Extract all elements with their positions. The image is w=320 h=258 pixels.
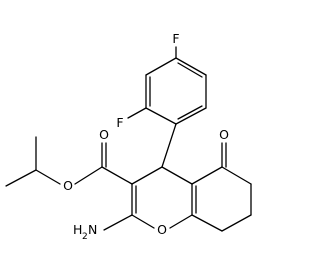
fluorine-left-label: F (116, 115, 123, 130)
ring-oxygen-label: O (157, 222, 167, 237)
amino-n-label: N (88, 222, 97, 237)
atom-labels: F F O O O O H 2 N (63, 31, 229, 242)
amino-subscript-label: 2 (82, 232, 88, 242)
bond-layer (5, 46, 252, 232)
fluorine-top-label: F (172, 31, 179, 46)
ketone-oxygen-label: O (219, 127, 229, 142)
amino-h-label: H (73, 222, 82, 237)
amino-group-label: H 2 N (73, 222, 97, 242)
carbonyl-oxygen-label: O (99, 127, 109, 142)
ester-oxygen-label: O (63, 178, 73, 193)
chemical-structure: F F O O O O H 2 N (5, 31, 252, 242)
